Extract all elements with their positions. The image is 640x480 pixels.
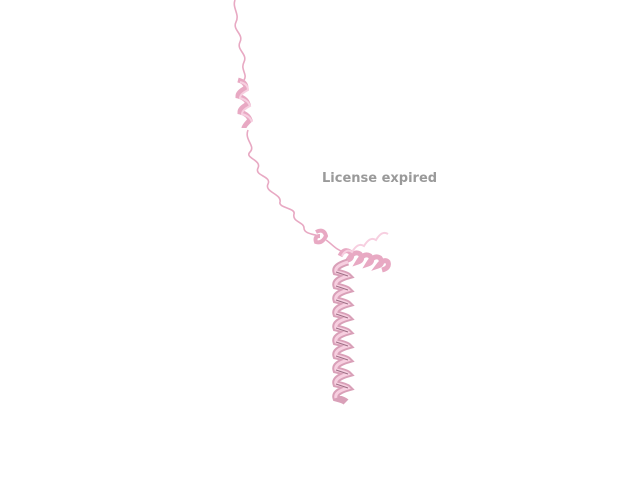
coil-segment-middle	[246, 129, 319, 237]
helix-long-vertical	[332, 258, 355, 405]
helix-horizontal	[337, 231, 391, 273]
coil-segment-top	[233, 0, 246, 81]
helix-turn	[313, 228, 329, 245]
helix-short-top	[235, 77, 253, 129]
license-expired-watermark: License expired	[322, 171, 438, 186]
